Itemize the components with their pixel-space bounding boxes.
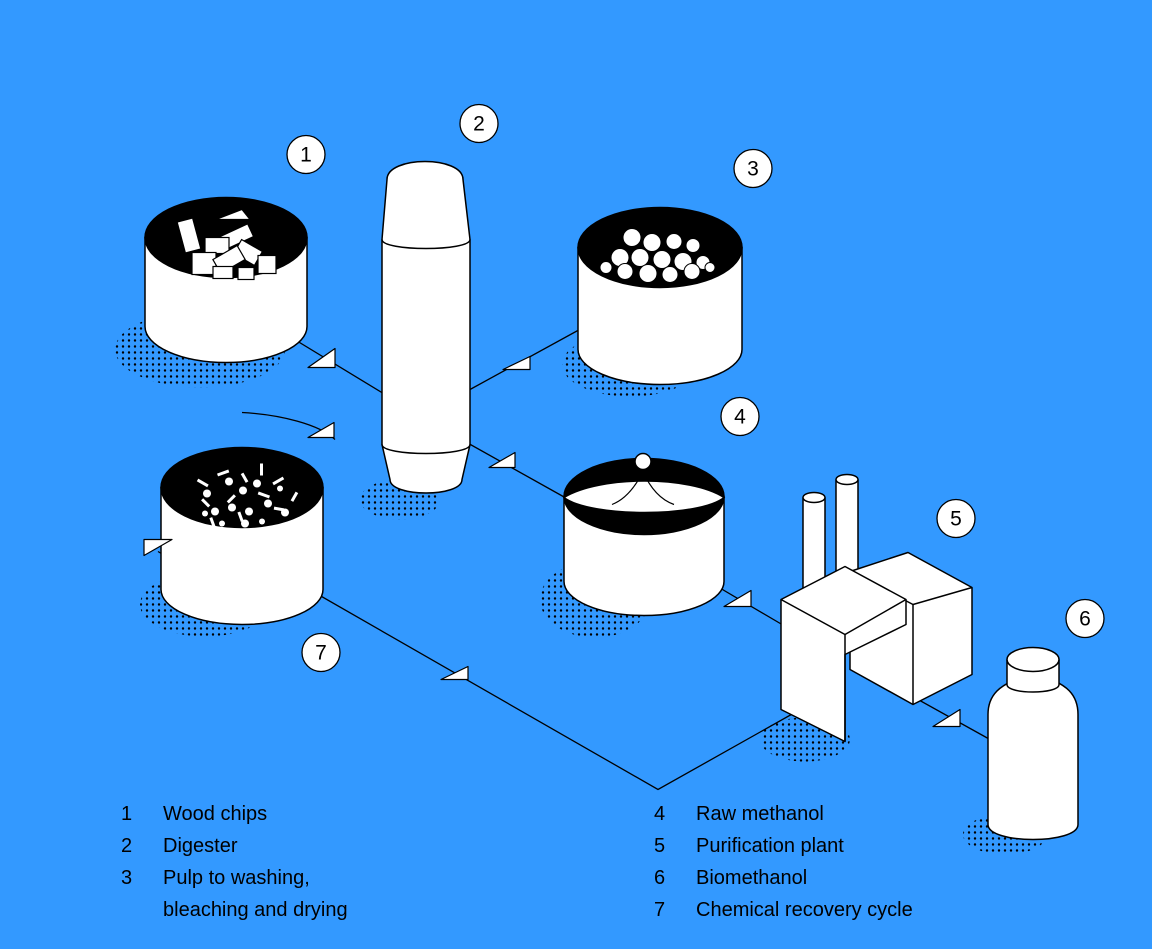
marker-6: 6 <box>1065 598 1105 639</box>
arrow-recovery-cycle <box>143 538 173 557</box>
legend-number: 7 <box>654 899 666 921</box>
legend-label: Wood chips <box>163 803 268 825</box>
legend-item: 2 Digester <box>121 830 348 862</box>
pulp-container <box>577 206 743 386</box>
wood-chips <box>176 208 277 281</box>
legend-number: 4 <box>654 803 666 825</box>
arrow-digester-to-methanol <box>488 451 516 469</box>
number-markers: 1 2 3 4 5 6 7 <box>286 103 1105 673</box>
legend-label: Purification plant <box>696 835 844 857</box>
direction-arrows <box>143 347 961 728</box>
legend-item: 6 Biomethanol <box>654 862 913 894</box>
chemical-recovery-container <box>160 446 324 626</box>
legend-left: 1 Wood chips 2 Digester 3 Pulp to washin… <box>121 798 348 926</box>
biomethanol-bottle <box>987 646 1079 841</box>
wood-chips-container <box>144 196 308 364</box>
marker-1: 1 <box>286 134 326 175</box>
arrow-methanol-to-plant <box>723 589 752 608</box>
raw-methanol-tank <box>562 452 726 617</box>
marker-3: 3 <box>733 148 773 189</box>
legend-label: Raw methanol <box>696 803 824 825</box>
svg-text:6: 6 <box>1079 608 1091 631</box>
legend-item: 7 Chemical recovery cycle <box>654 894 913 926</box>
legend-item: 3 Pulp to washing, bleaching and drying <box>121 862 348 926</box>
legend-item: 4 Raw methanol <box>654 798 913 830</box>
legend-number: 1 <box>121 803 133 825</box>
arrow-plant-to-bottle <box>932 708 961 728</box>
arrow-chips-to-digester <box>307 347 336 369</box>
legend-label: Biomethanol <box>696 867 808 889</box>
marker-5: 5 <box>936 498 976 539</box>
svg-text:4: 4 <box>734 406 746 429</box>
legend-label: Pulp to washing, bleaching and drying <box>163 867 348 921</box>
arrow-recovery-to-digester <box>307 421 335 439</box>
legend-item: 5 Purification plant <box>654 830 913 862</box>
pulp-balls <box>599 228 716 283</box>
purification-plant <box>780 473 973 743</box>
digester-tower <box>381 160 471 494</box>
marker-7: 7 <box>301 632 341 673</box>
svg-text:5: 5 <box>950 508 962 531</box>
svg-text:7: 7 <box>315 642 327 665</box>
legend-number: 3 <box>121 867 133 889</box>
legend-right: 4 Raw methanol 5 Purification plant 6 Bi… <box>654 798 913 926</box>
marker-2: 2 <box>459 103 499 144</box>
arrow-digester-to-pulp <box>502 355 531 371</box>
legend-label: Chemical recovery cycle <box>696 899 913 921</box>
svg-text:3: 3 <box>747 158 759 181</box>
marker-4: 4 <box>720 396 760 437</box>
legend-number: 2 <box>121 835 133 857</box>
arrow-return-to-recovery <box>440 665 469 681</box>
legend-label: Digester <box>163 835 238 857</box>
svg-text:2: 2 <box>473 113 485 136</box>
svg-text:1: 1 <box>300 144 312 167</box>
legend-number: 5 <box>654 835 666 857</box>
chemical-particles <box>196 463 299 528</box>
legend-item: 1 Wood chips <box>121 798 348 830</box>
legend-number: 6 <box>654 867 666 889</box>
